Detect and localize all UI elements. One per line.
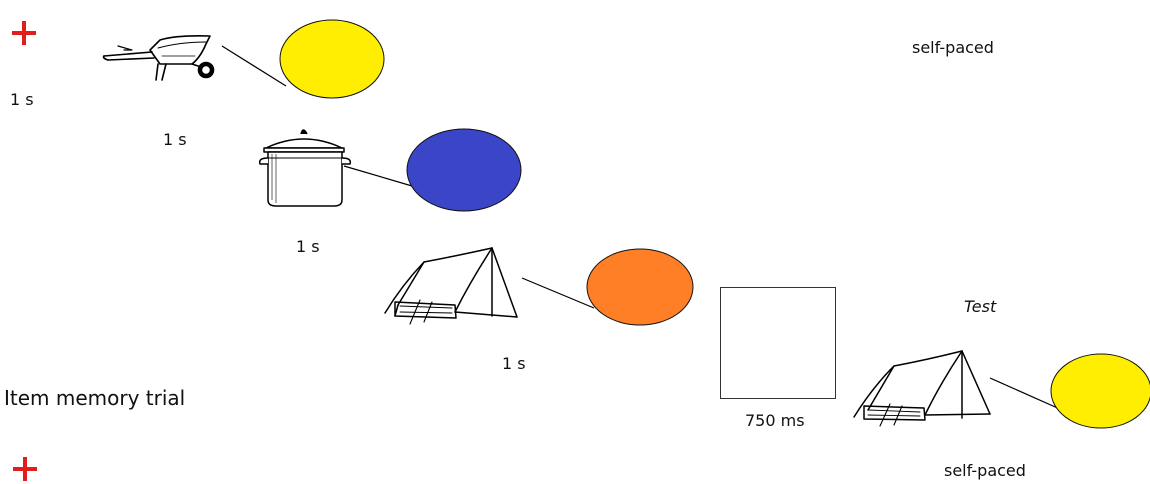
stim2-connector: [343, 165, 413, 187]
test-label: Test: [964, 297, 997, 316]
test-color-patch: [1050, 353, 1150, 429]
stim1-connector: [221, 45, 287, 87]
blank-screen: [720, 287, 836, 399]
stim3-connector: [521, 277, 595, 309]
stim3-duration-label: 1 s: [502, 354, 526, 373]
fixation-duration-label: 1 s: [10, 90, 34, 109]
trial-type-label: Item memory trial: [4, 386, 186, 410]
fixation-cross-bottom: [13, 457, 37, 481]
test-connector: [989, 377, 1063, 411]
fixation-cross-top: [12, 21, 36, 45]
stim2-duration-label: 1 s: [296, 237, 320, 256]
top-timing-label: self-paced: [912, 38, 994, 57]
stim1-color-patch: [279, 19, 385, 99]
test-tent-icon: [853, 350, 991, 427]
stim1-duration-label: 1 s: [163, 130, 187, 149]
stim3-color-patch: [586, 248, 694, 326]
stim2-color-patch: [406, 128, 522, 212]
test-timing-label: self-paced: [944, 461, 1026, 480]
tent-icon: [384, 247, 518, 325]
pot-icon: [258, 129, 352, 207]
wheelbarrow-icon: [102, 35, 215, 81]
blank-duration-label: 750 ms: [745, 411, 805, 430]
